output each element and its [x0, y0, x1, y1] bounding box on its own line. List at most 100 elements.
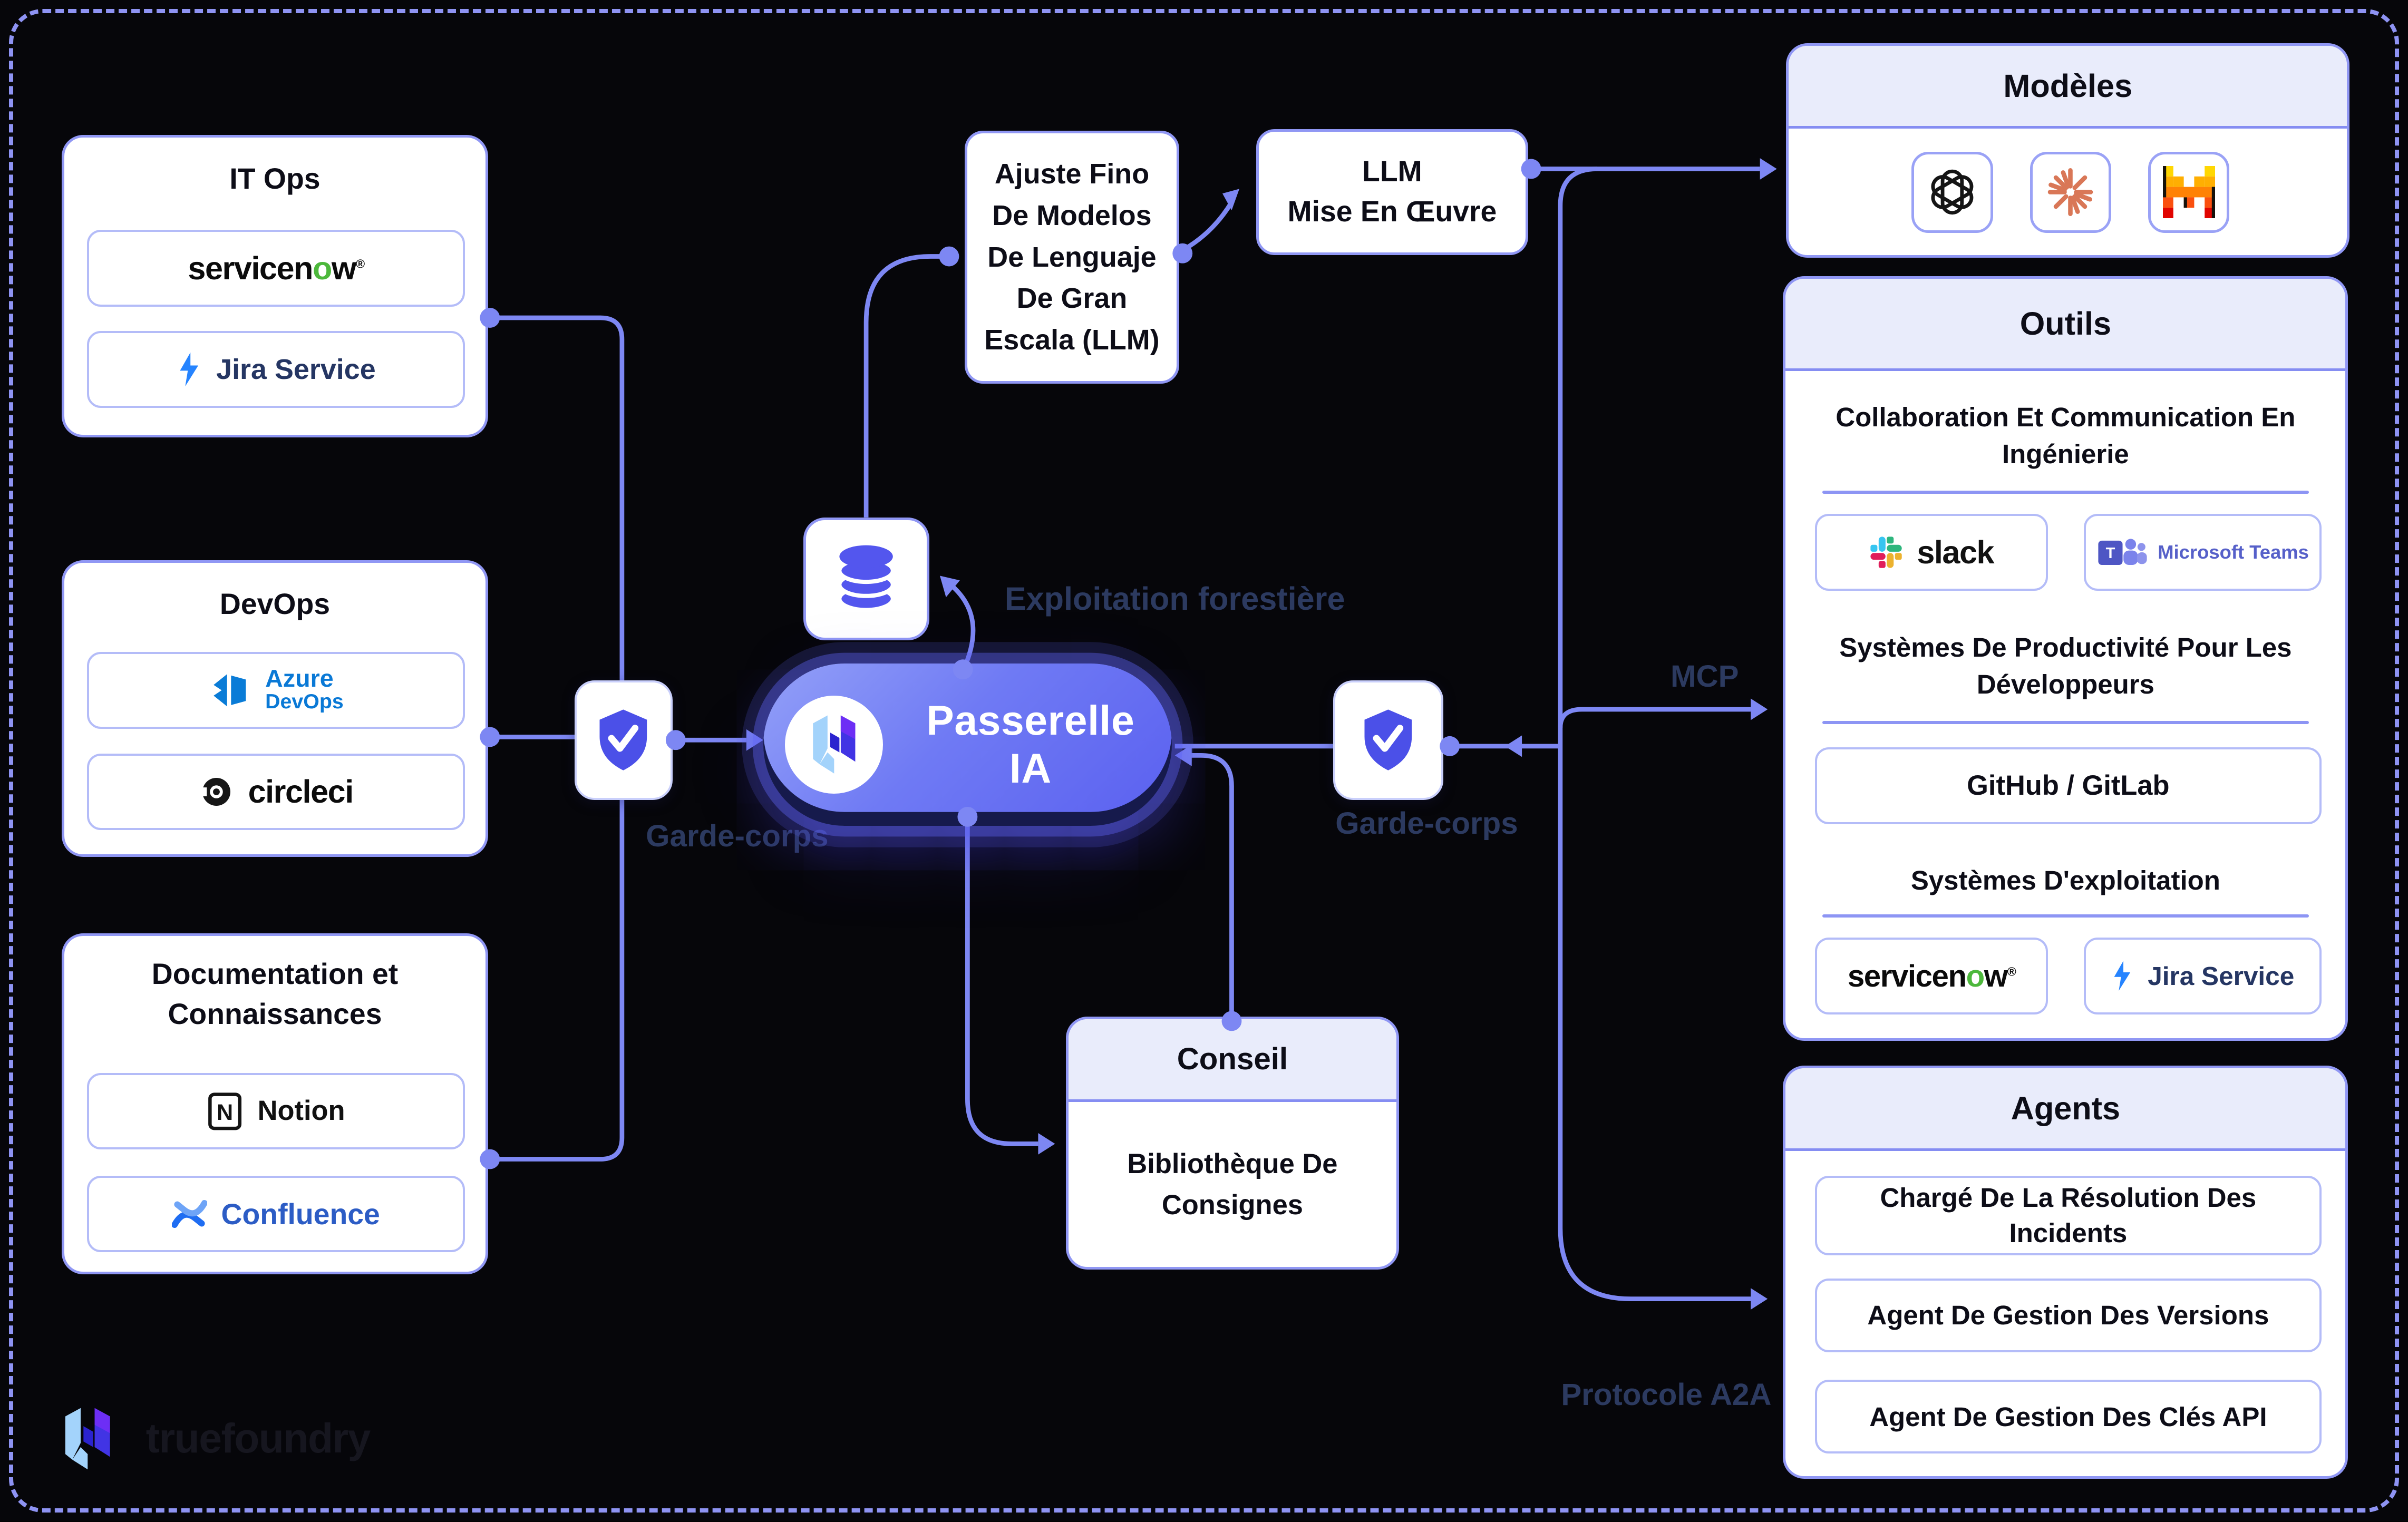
- servicenow-card-tools: servicenow®: [1814, 938, 2048, 1014]
- agents-title: Agents: [2011, 1090, 2121, 1126]
- gateway-logo-circle: [784, 695, 883, 794]
- gateway-to-db: [947, 581, 976, 672]
- conseil-title: Conseil: [1177, 1042, 1288, 1077]
- azure-devops-icon: [213, 674, 246, 707]
- notion-icon: N: [208, 1092, 241, 1130]
- gateway-title: Passerelle IA: [926, 697, 1135, 792]
- guardrail-right-shield: [1333, 680, 1444, 800]
- confluence-label: Confluence: [221, 1197, 380, 1231]
- db-to-finetune: [863, 254, 943, 518]
- jira-bolt-icon: [2114, 961, 2131, 991]
- jira-service-card: Jira Service: [87, 331, 465, 408]
- microsoft-teams-icon: T: [2098, 539, 2147, 565]
- tools-title: Outils: [2019, 306, 2112, 342]
- ai-gateway-pill: Passerelle IA: [763, 663, 1172, 826]
- a2a-label: Protocole A2A: [1561, 1378, 1772, 1412]
- arrow-finetune-llm: [1222, 189, 1240, 211]
- agent-card-versions: Agent De Gestion Des Versions: [1814, 1278, 2322, 1352]
- agents-panel: Agents Chargé De La Résolution Des Incid…: [1783, 1065, 2348, 1479]
- shield-check-icon: [1364, 709, 1412, 770]
- mistral-card: [2148, 151, 2230, 233]
- circleci-icon: [199, 777, 231, 806]
- mistral-icon: [2162, 166, 2215, 219]
- guardrail-left-shield: [574, 680, 673, 800]
- conseil-body: Bibliothèque De Consignes: [1069, 1102, 1396, 1267]
- conseil-box: Conseil Bibliothèque De Consignes: [1065, 1016, 1399, 1270]
- slack-card: slack: [1814, 514, 2048, 591]
- arrow-junction-left: [1505, 735, 1522, 757]
- agent-apikeys-label: Agent De Gestion Des Clés API: [1869, 1401, 2267, 1432]
- models-panel: Modèles: [1786, 43, 2350, 258]
- arrow-a2a: [1751, 1288, 1768, 1310]
- database-card: [803, 517, 929, 640]
- conseil-header: Conseil: [1068, 1019, 1396, 1102]
- arrow-mcp: [1751, 698, 1768, 720]
- models-title: Modèles: [2003, 67, 2133, 104]
- shield-check-icon: [599, 709, 647, 770]
- guardrail-right-label: Garde-corps: [1335, 806, 1518, 841]
- llm-deploy-box: LLM Mise En Œuvre: [1256, 129, 1528, 255]
- divider: [1822, 721, 2309, 725]
- mcp-label: MCP: [1671, 659, 1739, 694]
- jira-service-label: Jira Service: [2148, 961, 2295, 991]
- svg-text:N: N: [217, 1100, 233, 1125]
- tools-section1-label: Collaboration Et Communication En Ingéni…: [1836, 402, 2296, 469]
- agent-card-apikeys: Agent De Gestion Des Clés API: [1814, 1380, 2322, 1454]
- teams-label: Microsoft Teams: [2158, 541, 2309, 563]
- docs-title: Documentation et Connaissances: [151, 958, 399, 1030]
- jira-bolt-icon: [180, 353, 199, 387]
- guardrail-left-label: Garde-corps: [646, 818, 829, 853]
- servicenow-card: servicenow®: [87, 230, 465, 307]
- truefoundry-icon: [812, 715, 855, 774]
- servicenow-logo: servicenow®: [1847, 959, 2016, 993]
- confluence-card: Confluence: [87, 1175, 465, 1253]
- jira-service-label: Jira Service: [216, 354, 376, 386]
- svg-text:T: T: [2105, 545, 2115, 562]
- itops-title: IT Ops: [229, 162, 321, 196]
- servicenow-green-o: o: [1966, 959, 1985, 993]
- agent-card-incidents: Chargé De La Résolution Des Incidents: [1814, 1175, 2322, 1256]
- anthropic-starburst-icon: [2047, 168, 2093, 217]
- truefoundry-icon: [65, 1408, 110, 1470]
- arrow-into-gateway-left: [746, 729, 763, 751]
- models-header: Modèles: [1789, 45, 2347, 129]
- slack-label: slack: [1917, 534, 1994, 570]
- circleci-label: circleci: [248, 774, 354, 810]
- conseil-body-text: Bibliothèque De Consignes: [1127, 1148, 1338, 1221]
- brand-name: truefoundry: [145, 1415, 371, 1462]
- mcp-branch: [1558, 707, 1751, 728]
- openai-icon: [1931, 170, 1974, 215]
- llm-deploy-line2: Mise En Œuvre: [1287, 195, 1497, 228]
- llm-deploy-line1: LLM: [1362, 155, 1422, 188]
- vertical-spine: [1558, 167, 1751, 1302]
- circleci-card: circleci: [87, 753, 465, 831]
- notion-label: Notion: [257, 1096, 345, 1127]
- gateway-to-conseil: [965, 823, 1038, 1146]
- arrow-into-conseil: [1038, 1133, 1055, 1155]
- anthropic-card: [2030, 151, 2111, 233]
- finetune-text: Ajuste Fino De Modelos De Lenguaje De Gr…: [984, 158, 1160, 356]
- divider: [1822, 914, 2309, 918]
- arrow-into-gateway-right: [1174, 744, 1192, 766]
- agent-versions-label: Agent De Gestion Des Versions: [1867, 1300, 2269, 1331]
- jira-card-tools: Jira Service: [2083, 938, 2322, 1014]
- servicenow-green-o: o: [312, 250, 332, 286]
- conseil-to-gateway: [1186, 753, 1234, 1018]
- arrow-into-models: [1760, 158, 1777, 180]
- tools-section3-label: Systèmes D'exploitation: [1910, 865, 2220, 896]
- tools-header: Outils: [1785, 279, 2346, 372]
- notion-card: N Notion: [87, 1072, 465, 1150]
- tools-panel: Outils Collaboration Et Communication En…: [1783, 276, 2348, 1041]
- logging-label: Exploitation forestière: [1004, 581, 1345, 617]
- finetune-to-llm: [1181, 198, 1236, 252]
- openai-card: [1911, 151, 1993, 233]
- database-icon: [837, 545, 895, 612]
- devops-title: DevOps: [219, 588, 331, 621]
- confluence-icon: [172, 1200, 208, 1228]
- tools-section2-label: Systèmes De Productivité Pour Les Dévelo…: [1839, 632, 2292, 699]
- teams-card: T Microsoft Teams: [2083, 514, 2322, 591]
